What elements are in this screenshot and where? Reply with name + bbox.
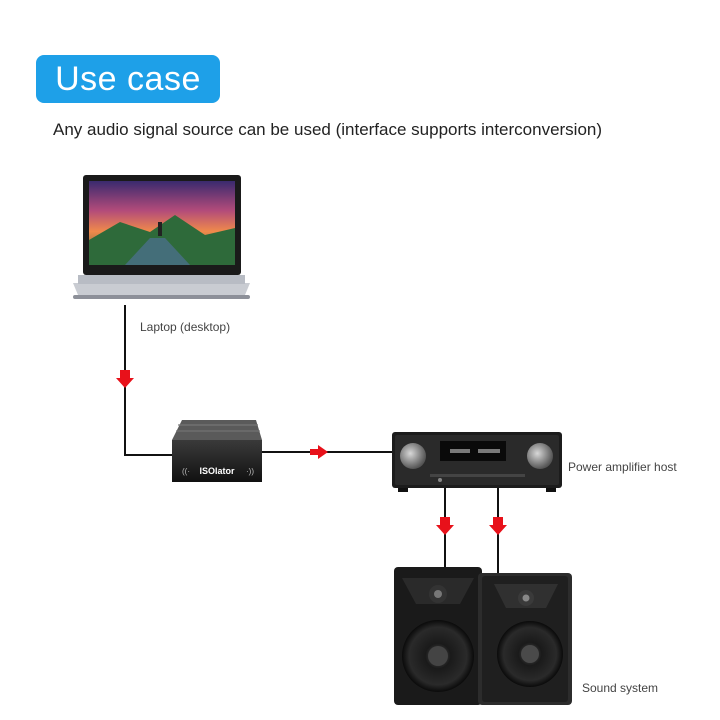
amplifier-label: Power amplifier host bbox=[568, 460, 677, 474]
laptop-illustration bbox=[73, 175, 250, 299]
sound-wave-icon: ·)) bbox=[246, 467, 254, 476]
use-case-badge: Use case bbox=[36, 55, 220, 103]
page-subtitle: Any audio signal source can be used (int… bbox=[53, 120, 603, 139]
isolator-box: ISOlator ((· ·)) bbox=[172, 420, 262, 482]
right-speaker bbox=[478, 573, 572, 705]
volume-knob-icon bbox=[400, 443, 426, 469]
amplifier-illustration bbox=[392, 432, 562, 492]
input-knob-icon bbox=[527, 443, 553, 469]
laptop-label: Laptop (desktop) bbox=[140, 320, 231, 334]
laptop-to-isolator-wire bbox=[124, 305, 172, 456]
amplifier-display bbox=[440, 441, 506, 461]
arrow-right-icon bbox=[310, 445, 328, 459]
speakers-label: Sound system bbox=[582, 681, 659, 695]
arrow-down-icon bbox=[489, 517, 507, 535]
signal-arrows bbox=[116, 370, 507, 535]
arrow-down-icon bbox=[116, 370, 134, 388]
left-speaker bbox=[394, 567, 482, 705]
arrow-down-icon bbox=[436, 517, 454, 535]
isolator-brand: ISOlator bbox=[199, 466, 235, 476]
sound-wave-icon: ((· bbox=[182, 467, 190, 476]
